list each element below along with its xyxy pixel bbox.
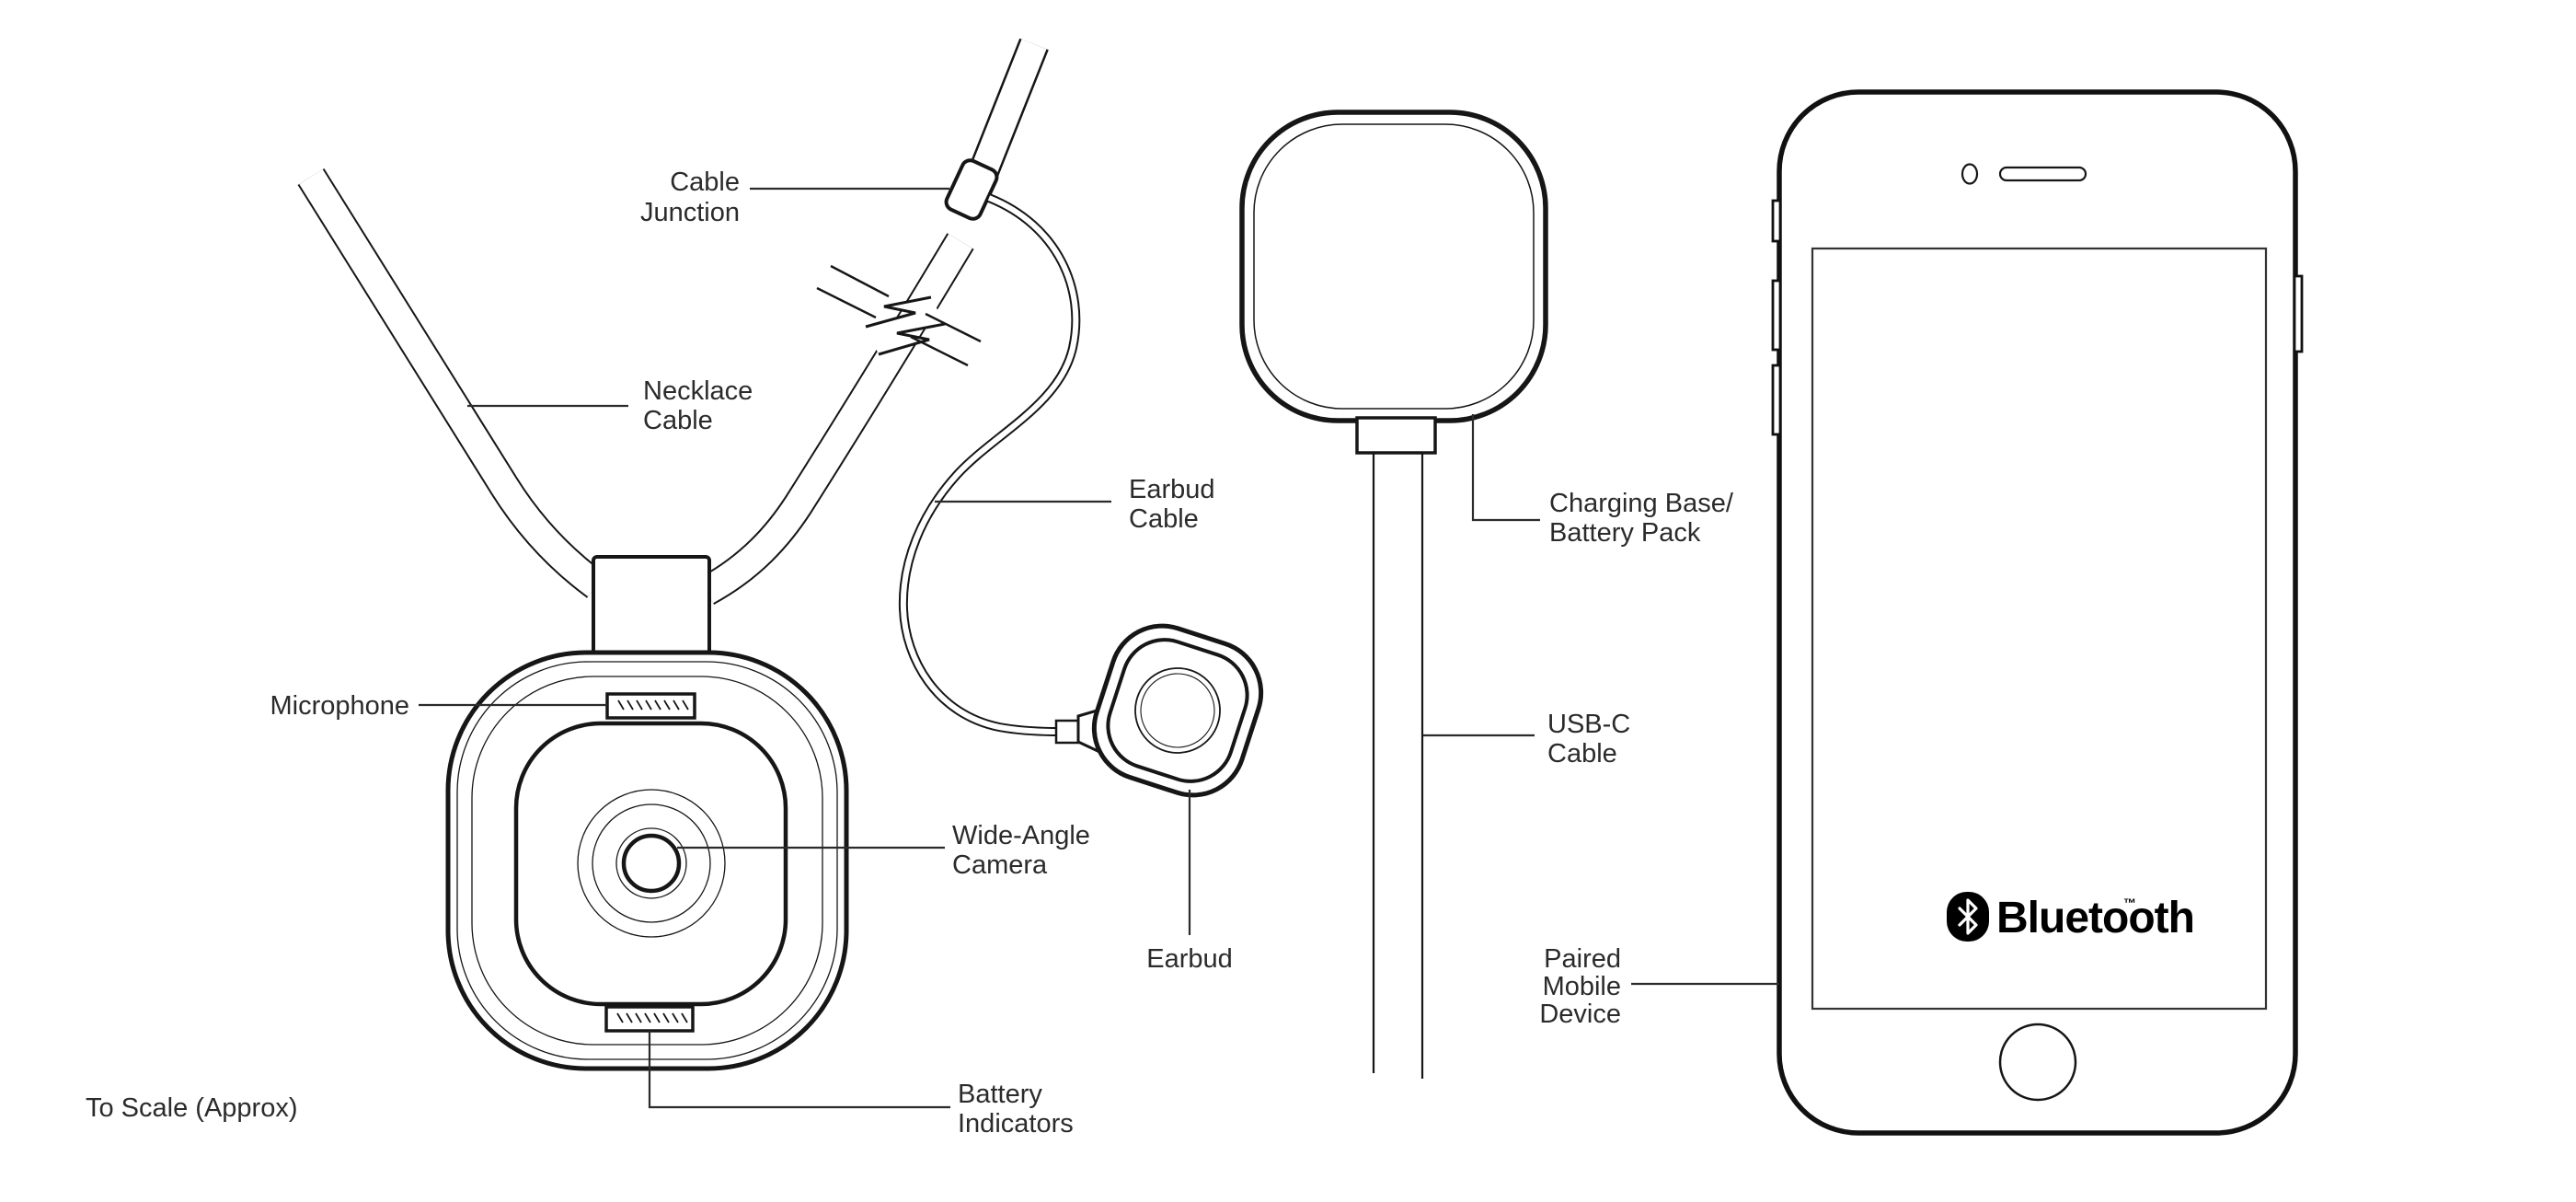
label-earbud-cable: Earbud Cable	[1129, 475, 1215, 534]
svg-text:Paired: Paired	[1544, 944, 1621, 974]
paired-mobile-device-phone: Bluetooth ™	[1771, 89, 2304, 1136]
necklace-camera-device	[297, 38, 1049, 1071]
label-cable-junction: Cable Junction	[640, 168, 740, 227]
cable-junction-box	[944, 158, 999, 221]
earbud-cable-ferrule	[1054, 719, 1080, 745]
svg-text:Necklace: Necklace	[643, 376, 753, 406]
svg-text:Cable: Cable	[1129, 504, 1199, 534]
scale-footnote: To Scale (Approx)	[86, 1093, 298, 1123]
necklace-cable-right-strap	[698, 233, 974, 605]
svg-text:Microphone: Microphone	[270, 691, 409, 721]
svg-text:Wide-Angle: Wide-Angle	[952, 821, 1090, 850]
leader-charging-base	[1471, 414, 1540, 522]
phone-speaker	[1998, 166, 2087, 182]
callout-labels: Cable Junction Necklace Cable Microphone…	[270, 168, 1733, 1138]
label-wide-angle-camera: Wide-Angle Camera	[952, 821, 1090, 880]
phone-home-button	[1998, 1023, 2077, 1102]
charging-base-body	[1239, 110, 1548, 423]
cable-break-symbol	[816, 264, 982, 367]
earbud-assembly	[898, 193, 1264, 798]
label-microphone: Microphone	[270, 691, 409, 721]
phone-volume-down-button	[1771, 364, 1782, 436]
charging-base-plug	[1355, 416, 1437, 455]
svg-text:Device: Device	[1539, 1000, 1621, 1029]
svg-text:Earbud: Earbud	[1146, 944, 1233, 974]
microphone-slot	[605, 692, 696, 720]
phone-mute-switch	[1771, 199, 1782, 243]
pendant-bezel-ring	[471, 676, 823, 1046]
svg-text:Earbud: Earbud	[1129, 475, 1215, 504]
label-charging-base: Charging Base/ Battery Pack	[1549, 489, 1734, 548]
bluetooth-rune-icon	[1958, 898, 1978, 935]
charging-base-inner-line	[1253, 123, 1535, 410]
svg-text:Charging Base/: Charging Base/	[1549, 489, 1734, 518]
usb-c-cable-lines	[1372, 453, 1424, 1079]
svg-text:Cable: Cable	[1547, 739, 1617, 769]
svg-text:Battery: Battery	[958, 1080, 1042, 1109]
svg-text:Camera: Camera	[952, 850, 1048, 880]
svg-text:USB-C: USB-C	[1547, 710, 1630, 739]
svg-text:Cable: Cable	[670, 168, 740, 197]
wide-angle-camera-lens	[577, 789, 726, 938]
label-necklace-cable: Necklace Cable	[643, 376, 753, 435]
svg-text:Indicators: Indicators	[958, 1109, 1074, 1138]
phone-front-camera	[1961, 163, 1979, 185]
pendant-hanger-tab	[592, 555, 711, 658]
svg-text:Cable: Cable	[643, 406, 713, 435]
bluetooth-logo: Bluetooth ™	[1947, 892, 2195, 942]
phone-screen	[1811, 247, 2268, 1011]
label-usb-c-cable: USB-C Cable	[1547, 710, 1630, 769]
label-earbud: Earbud	[1146, 944, 1233, 974]
svg-text:Junction: Junction	[640, 198, 740, 227]
phone-power-button	[2293, 274, 2304, 353]
phone-volume-up-button	[1771, 279, 1782, 352]
earbud-body	[1091, 623, 1264, 798]
charging-base-assembly	[1239, 110, 1548, 1079]
leader-battery-indicators	[648, 1031, 950, 1109]
necklace-cable-left-strap	[297, 168, 606, 598]
battery-indicator-slot	[604, 1005, 695, 1033]
svg-text:Battery Pack: Battery Pack	[1549, 518, 1701, 548]
label-battery-indicators: Battery Indicators	[958, 1080, 1074, 1138]
bluetooth-wordmark: Bluetooth	[1996, 894, 2194, 942]
bluetooth-trademark: ™	[2123, 896, 2136, 910]
label-paired-mobile-device: Paired Mobile Device	[1539, 944, 1621, 1029]
earbud-cable-line	[898, 193, 1081, 736]
callout-leaders	[419, 187, 1779, 1109]
svg-text:Mobile: Mobile	[1543, 972, 1621, 1001]
pendant-shell-inner-line	[456, 661, 838, 1060]
